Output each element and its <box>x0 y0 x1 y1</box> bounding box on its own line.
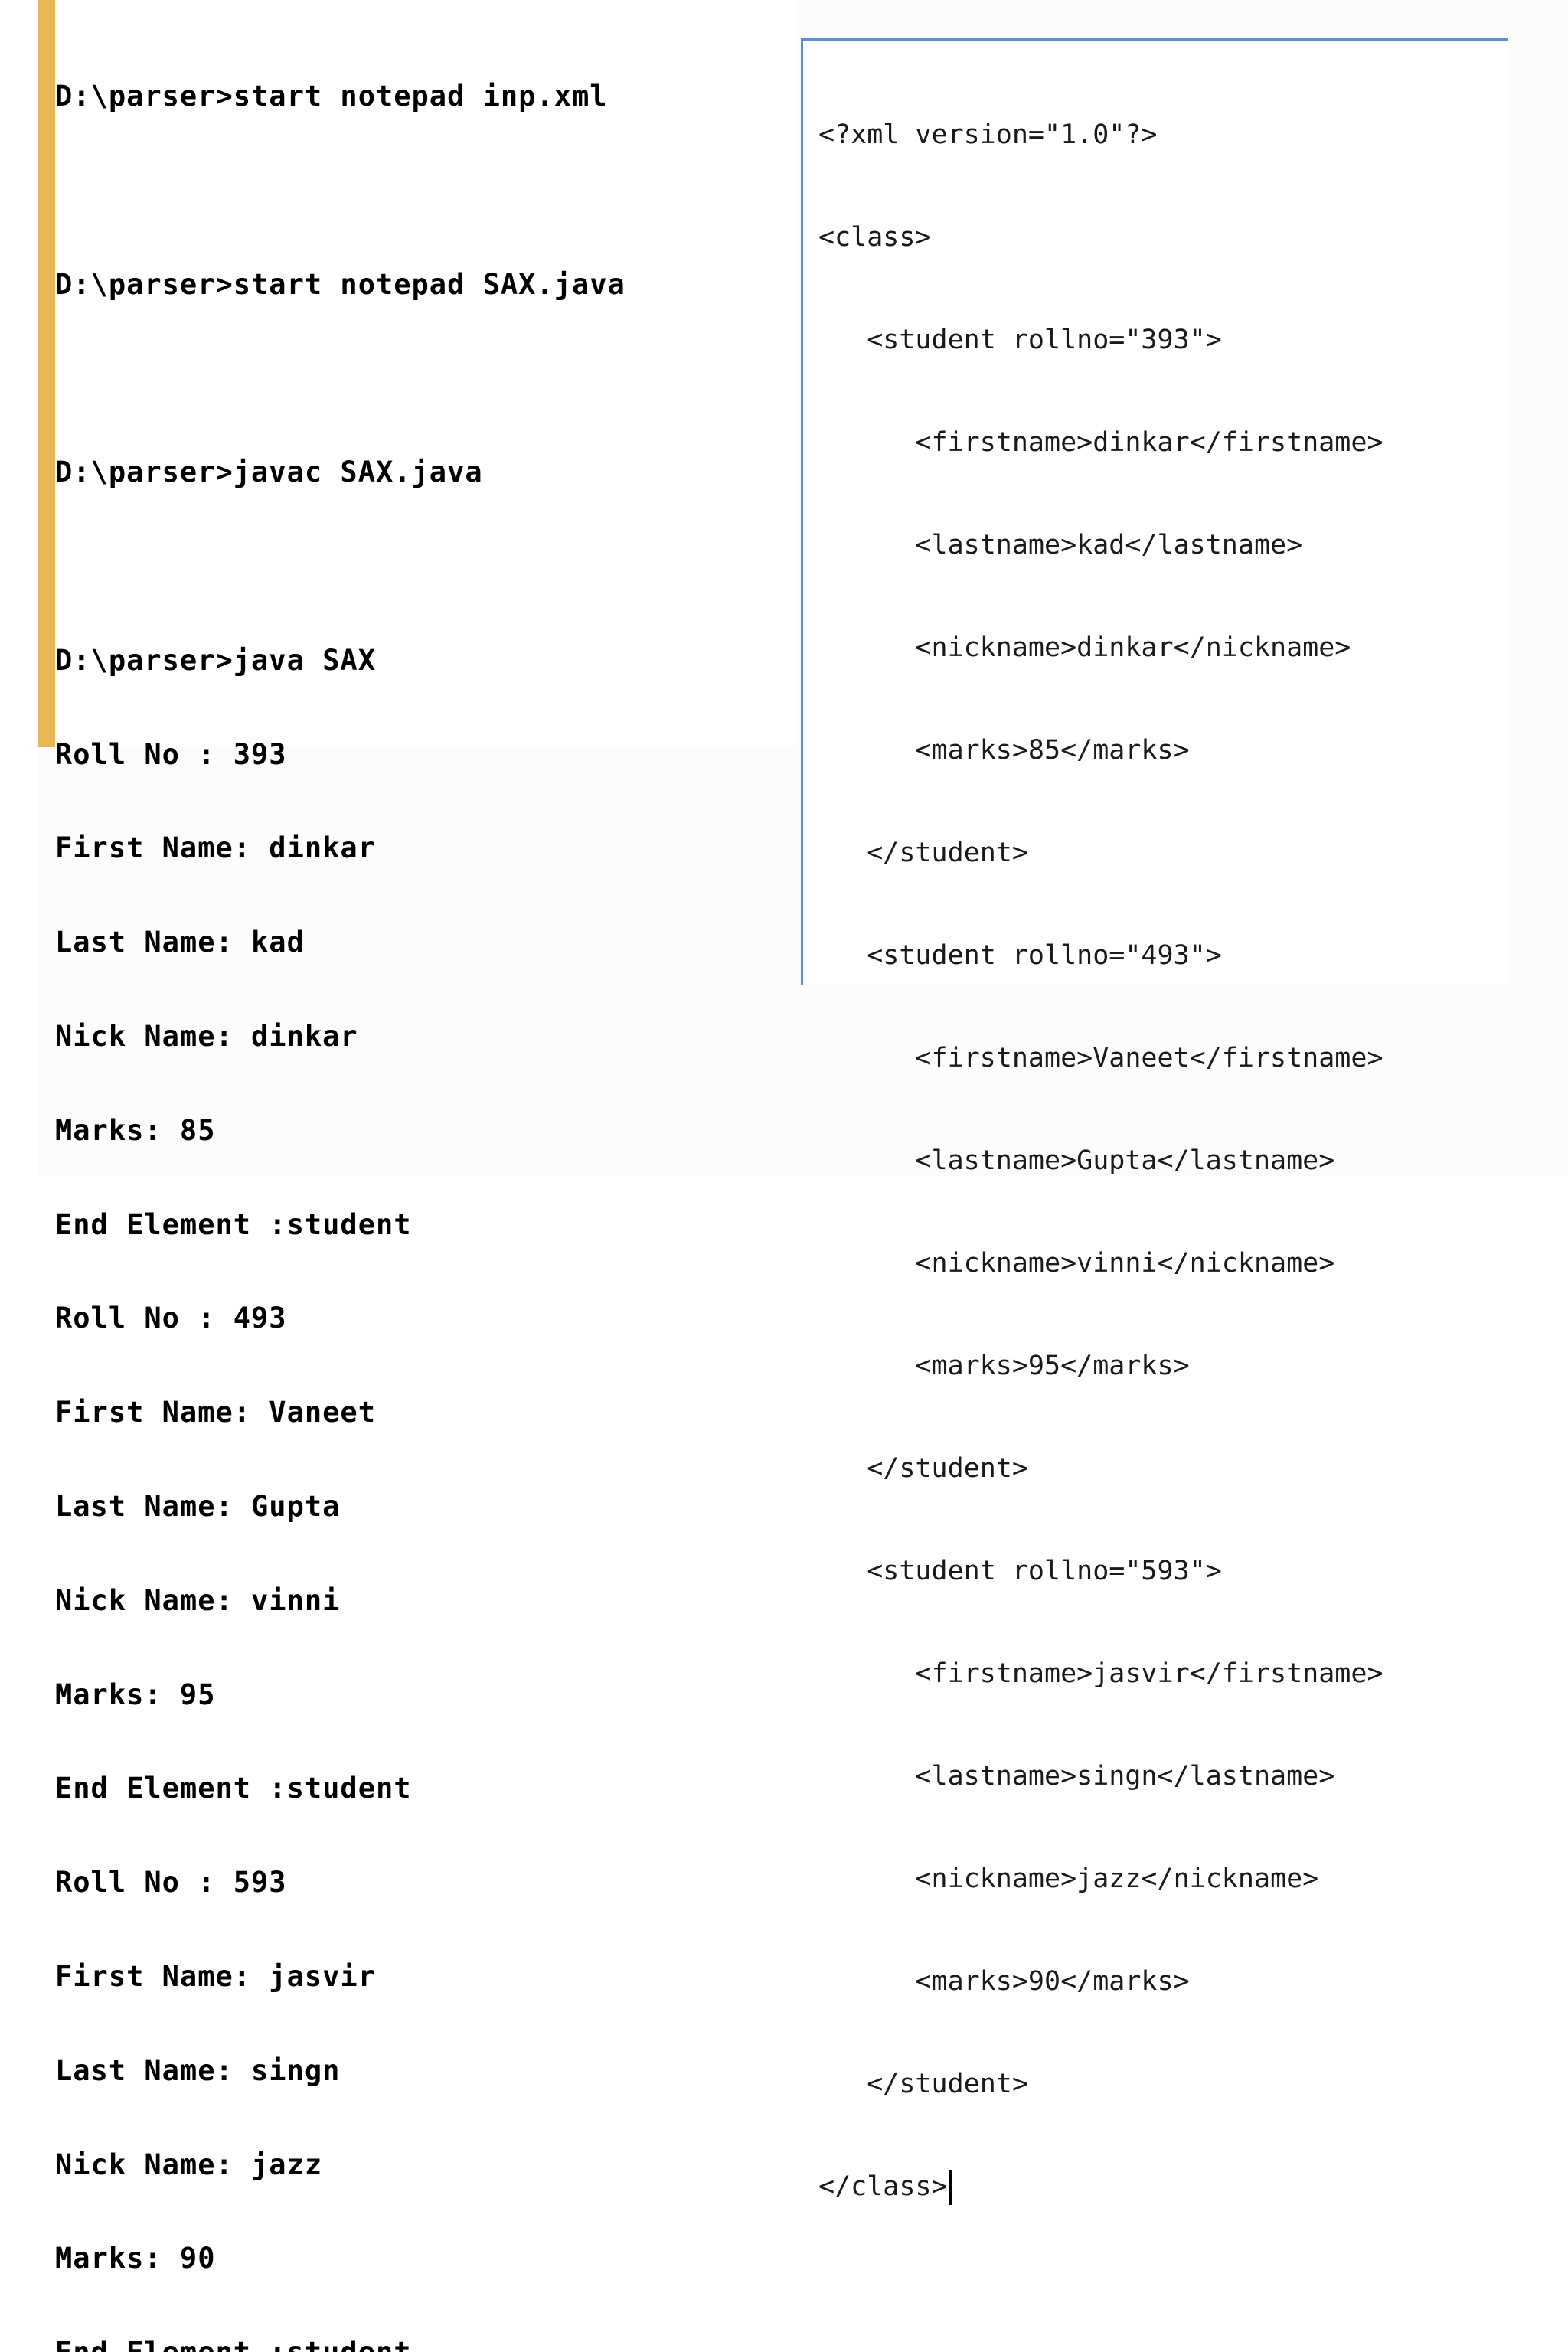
console-line: Marks: 90 <box>55 2242 216 2275</box>
editor-line: <firstname>jasvir</firstname> <box>818 1658 1383 1689</box>
editor-line: <lastname>kad</lastname> <box>818 530 1303 560</box>
editor-line-text: </class> <box>818 2171 948 2202</box>
console-line: Roll No : 593 <box>55 1866 287 1900</box>
editor-line: <nickname>jazz</nickname> <box>818 1864 1319 1894</box>
console-line <box>55 364 626 393</box>
editor-line: <marks>85</marks> <box>818 735 1190 766</box>
console-line: End Element :student <box>55 1772 412 1805</box>
editor-line: <firstname>dinkar</firstname> <box>818 427 1383 458</box>
editor-line: <class> <box>818 222 932 253</box>
console-line: Nick Name: dinkar <box>55 1019 358 1053</box>
editor-line: <nickname>dinkar</nickname> <box>818 632 1351 663</box>
xml-text-area[interactable]: <?xml version="1.0"?> <class> <student r… <box>818 53 1383 2269</box>
console-line <box>55 177 626 205</box>
console-line <box>55 553 626 581</box>
editor-line: </student> <box>818 2069 1028 2099</box>
console-line: End Element :student <box>55 1207 412 1241</box>
editor-line: <lastname>Gupta</lastname> <box>818 1145 1335 1176</box>
editor-line: <student rollno="393"> <box>818 325 1222 355</box>
console-line: D:\parser>javac SAX.java <box>55 456 483 489</box>
editor-line: <lastname>singn</lastname> <box>818 1761 1335 1792</box>
console-line: Marks: 95 <box>55 1677 216 1711</box>
console-line: Marks: 85 <box>55 1113 216 1147</box>
console-line: Last Name: Gupta <box>55 1489 341 1523</box>
console-line: Nick Name: jazz <box>55 2148 323 2181</box>
command-prompt-window[interactable] <box>40 0 796 747</box>
editor-line: <firstname>Vaneet</firstname> <box>818 1043 1383 1073</box>
notepad-editor[interactable]: <?xml version="1.0"?> <class> <student r… <box>801 38 1508 2205</box>
window-edge-accent <box>38 0 55 747</box>
editor-line: <marks>95</marks> <box>818 1351 1190 1381</box>
console-line: End Element :student <box>55 2338 626 2352</box>
console-line: First Name: jasvir <box>55 1959 376 1993</box>
console-line: Roll No : 493 <box>55 1302 287 1335</box>
console-line: D:\parser>java SAX <box>55 643 376 677</box>
console-line: D:\parser>start notepad SAX.java <box>55 267 626 301</box>
command-prompt-output: D:\parser>start notepad inp.xml D:\parse… <box>55 17 626 2352</box>
console-line: Last Name: kad <box>55 926 305 959</box>
editor-line: <student rollno="593"> <box>818 1556 1222 1586</box>
text-caret <box>949 2170 952 2205</box>
editor-line: <student rollno="493"> <box>818 940 1222 971</box>
console-line: D:\parser>start notepad inp.xml <box>55 80 608 113</box>
editor-line: <marks>90</marks> <box>818 1966 1190 1997</box>
editor-line: </student> <box>818 1453 1028 1484</box>
console-line: First Name: Vaneet <box>55 1396 376 1429</box>
editor-line: <nickname>vinni</nickname> <box>818 1248 1335 1279</box>
console-line: Last Name: singn <box>55 2053 341 2087</box>
editor-line-with-caret: </class> <box>818 2166 1383 2207</box>
editor-line: </student> <box>818 838 1028 868</box>
console-line: Nick Name: vinni <box>55 1583 341 1617</box>
console-line: Roll No : 393 <box>55 737 287 771</box>
editor-line: <?xml version="1.0"?> <box>818 119 1158 150</box>
console-line: First Name: dinkar <box>55 831 376 865</box>
